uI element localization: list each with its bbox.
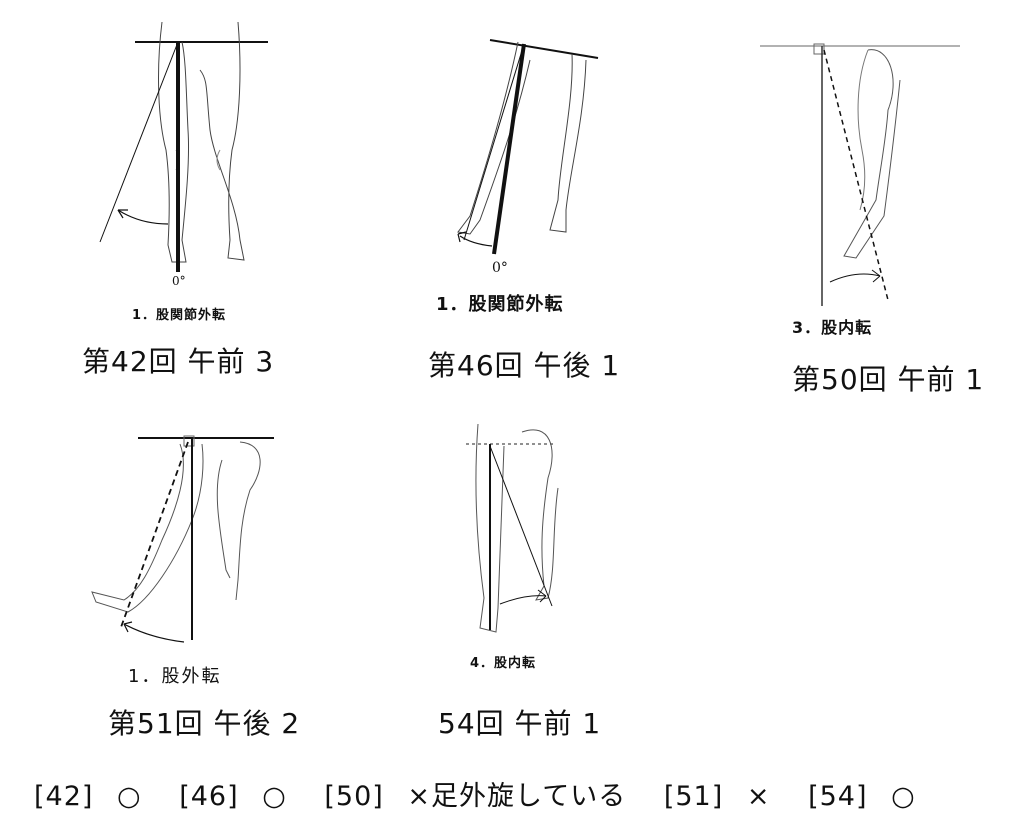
- zero-degree-label: 0°: [492, 260, 508, 276]
- answer-number: [46]: [179, 781, 239, 812]
- figure-54-exam: 54回 午前 1: [438, 707, 602, 740]
- figure-50: [760, 20, 960, 310]
- hip-abduction-diagram-51: [91, 435, 274, 643]
- figure-51-exam: 第51回 午後 2: [108, 707, 301, 740]
- figure-54: [460, 418, 580, 648]
- answer-number: [42]: [34, 781, 94, 812]
- answer-50: [50] ×足外旋している: [324, 781, 640, 812]
- figure-42: 0°: [90, 10, 290, 300]
- answer-number: [50]: [324, 781, 384, 812]
- hip-abduction-diagram-46: [457, 39, 599, 255]
- answer-number: [54]: [808, 781, 868, 812]
- answer-mark: ×足外旋している: [407, 781, 627, 812]
- figure-50-exam: 第50回 午前 1: [792, 363, 985, 396]
- answer-46: [46] ○: [179, 781, 301, 812]
- answer-summary: [42] ○ [46] ○ [50] ×足外旋している [51] × [54] …: [34, 774, 944, 813]
- answer-42: [42] ○: [34, 781, 156, 812]
- hip-adduction-diagram-50: [760, 43, 960, 306]
- figure-51: [80, 430, 280, 650]
- answer-54: [54] ○: [808, 781, 930, 812]
- hip-abduction-diagram-42: [99, 21, 268, 272]
- figure-42-label: 1．股関節外転: [132, 308, 227, 323]
- zero-degree-label: 0°: [172, 274, 186, 288]
- figure-54-label: 4．股内転: [470, 656, 537, 671]
- answer-51: [51] ×: [664, 781, 785, 812]
- figure-42-exam: 第42回 午前 3: [82, 345, 275, 378]
- answer-mark: ○: [117, 781, 142, 812]
- figure-46-label: 1．股関節外転: [436, 294, 564, 315]
- answer-mark: ×: [746, 781, 771, 812]
- answer-mark: ○: [891, 781, 916, 812]
- answer-number: [51]: [663, 781, 724, 812]
- answer-mark: ○: [262, 781, 287, 812]
- figure-46-exam: 第46回 午後 1: [428, 349, 621, 382]
- figure-46: 0°: [440, 20, 620, 290]
- figure-51-label: 1．股外転: [128, 666, 222, 687]
- figure-50-label: 3．股内転: [792, 318, 873, 337]
- hip-adduction-diagram-54: [466, 423, 559, 633]
